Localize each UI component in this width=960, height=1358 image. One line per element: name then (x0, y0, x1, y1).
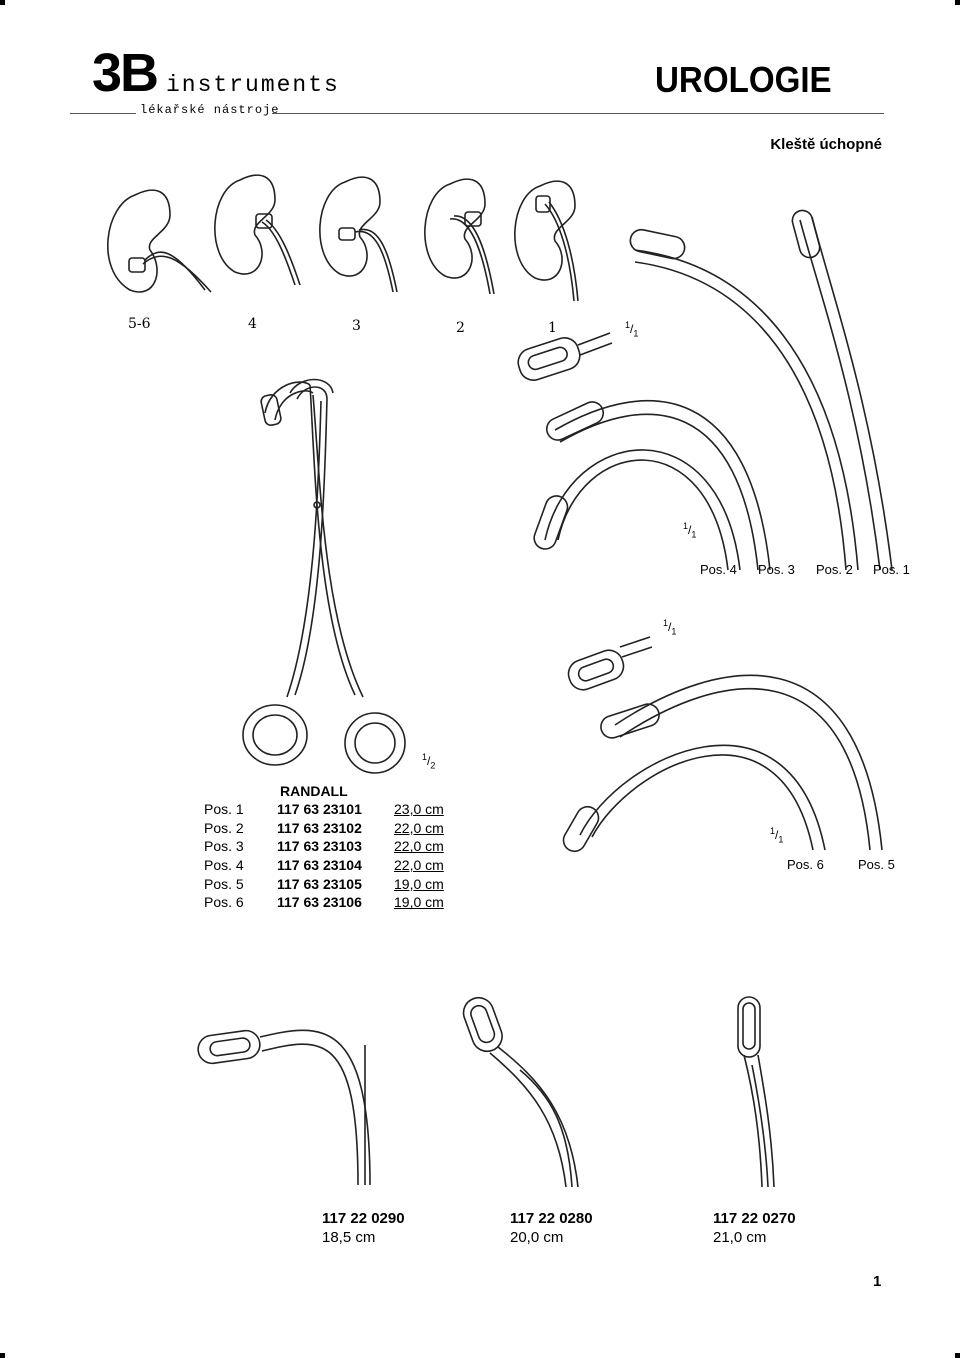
brand-word: instruments (166, 72, 340, 98)
table-row: Pos. 3 117 63 23103 22,0 cm (204, 837, 444, 856)
brand-tagline: lékařské nástroje (140, 103, 280, 117)
kidney-3 (319, 176, 398, 293)
kidney-label: 2 (456, 320, 465, 336)
table-row: Pos. 4 117 63 23104 22,0 cm (204, 856, 444, 875)
kidney-5 (514, 180, 579, 302)
table-title: RANDALL (280, 783, 348, 799)
jaw-detail (517, 332, 613, 381)
jaw-detail (567, 636, 653, 691)
position-cell: Pos. 6 (204, 894, 244, 911)
article-code-cell: 117 63 23102 (277, 819, 362, 836)
logo-rule-right (272, 113, 884, 114)
product-length: 18,5 cm (322, 1229, 376, 1246)
product-code: 117 22 0290 (322, 1210, 405, 1227)
kidney-2 (214, 174, 301, 286)
kidney-label: 3 (352, 318, 361, 334)
page-subtitle: Kleště úchopné (770, 136, 882, 153)
brand-logo: 3B (92, 43, 159, 103)
product-length: 20,0 cm (510, 1229, 564, 1246)
product-code: 117 22 0270 (713, 1210, 796, 1227)
length-cell: 22,0 cm (394, 838, 444, 855)
article-code-cell: 117 63 23101 (277, 801, 362, 817)
corner-mark (0, 1353, 5, 1358)
product-illustration-1 (190, 1005, 390, 1190)
article-code-cell: 117 63 23104 (277, 857, 362, 874)
product-length: 21,0 cm (713, 1229, 767, 1246)
article-code-cell: 117 63 23103 (277, 838, 362, 855)
position-label: Pos. 6 (787, 857, 824, 872)
position-cell: Pos. 5 (204, 875, 244, 892)
length-cell: 23,0 cm (394, 801, 444, 817)
forceps-tips-pos1-4 (500, 205, 900, 575)
kidney-4 (424, 178, 495, 295)
length-cell: 22,0 cm (394, 857, 444, 874)
forceps-tips-pos5-6 (560, 625, 900, 855)
kidney-illustration (95, 160, 625, 335)
product-code: 117 22 0280 (510, 1210, 593, 1227)
position-label: Pos. 2 (816, 562, 853, 577)
scale-label: 1/1 (770, 826, 784, 845)
position-label: Pos. 4 (700, 562, 737, 577)
randall-forceps-illustration (235, 365, 415, 785)
table-row: Pos. 1 117 63 23101 23,0 cm (204, 800, 444, 819)
corner-mark (955, 0, 960, 5)
kidney-label: 1 (548, 320, 557, 336)
kidney-1 (107, 189, 212, 293)
article-code-cell: 117 63 23106 (277, 894, 362, 911)
position-cell: Pos. 2 (204, 819, 244, 836)
length-cell: 22,0 cm (394, 819, 444, 836)
kidney-label: 4 (248, 316, 257, 332)
length-cell: 19,0 cm (394, 875, 444, 892)
table-row: Pos. 5 117 63 23105 19,0 cm (204, 875, 444, 894)
position-label: Pos. 1 (873, 562, 910, 577)
position-label: Pos. 5 (858, 857, 895, 872)
section-title: UROLOGIE (655, 59, 832, 100)
position-label: Pos. 3 (758, 562, 795, 577)
position-cell: Pos. 3 (204, 838, 244, 855)
product-illustration-2 (460, 995, 590, 1190)
table-row: Pos. 6 117 63 23106 19,0 cm (204, 893, 444, 912)
product-illustration-3 (730, 995, 790, 1190)
corner-mark (955, 1353, 960, 1358)
table-row: Pos. 2 117 63 23102 22,0 cm (204, 819, 444, 838)
logo-rule-left (70, 113, 136, 114)
corner-mark (0, 0, 5, 5)
scale-label: 1/1 (663, 618, 677, 637)
length-cell: 19,0 cm (394, 894, 444, 911)
randall-spec-table: Pos. 1 117 63 23101 23,0 cm Pos. 2 117 6… (204, 800, 444, 912)
kidney-label: 5-6 (128, 316, 151, 332)
article-code-cell: 117 63 23105 (277, 875, 362, 892)
position-cell: Pos. 4 (204, 857, 244, 874)
forceps-scale-label: 1/2 (422, 752, 436, 771)
position-cell: Pos. 1 (204, 801, 244, 817)
page-number: 1 (873, 1273, 882, 1290)
scale-label: 1/1 (625, 320, 639, 339)
scale-label: 1/1 (683, 521, 697, 540)
